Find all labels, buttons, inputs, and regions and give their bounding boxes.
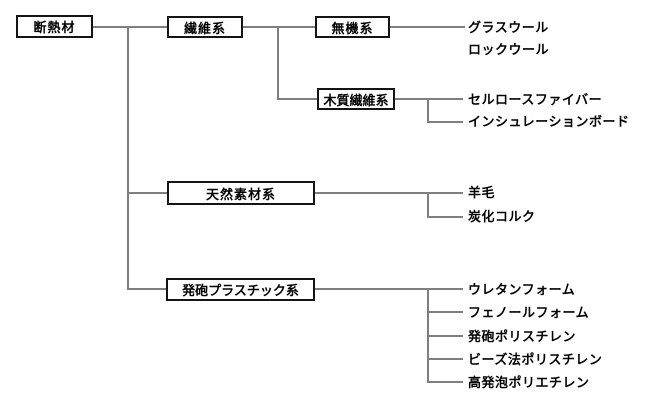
connector-stub-bead-polystyrene bbox=[427, 358, 463, 360]
leaf-phenol-foam: フェノールフォーム bbox=[468, 305, 590, 320]
connector-natural-vertical bbox=[427, 192, 429, 218]
connector-foam-to-leaves bbox=[315, 288, 463, 290]
leaf-wool: 羊毛 bbox=[468, 185, 496, 200]
connector-stub-insulation-board bbox=[427, 121, 463, 123]
leaf-bead-polystyrene: ビーズ法ポリスチレン bbox=[468, 352, 603, 367]
connector-trunk-to-natural bbox=[127, 192, 167, 194]
connector-natural-to-leaves bbox=[315, 192, 463, 194]
connector-stub-phenol-foam bbox=[427, 311, 463, 313]
connector-trunk-to-foam bbox=[127, 288, 166, 290]
leaf-cellulose-fiber: セルロースファイバー bbox=[468, 92, 603, 107]
connector-woodfiber-to-leaves bbox=[395, 98, 463, 100]
connector-branch-to-woodfiber bbox=[277, 98, 317, 100]
node-natural-material-type: 天然素材系 bbox=[167, 181, 315, 205]
node-wood-fiber-type: 木質繊維系 bbox=[317, 88, 395, 110]
leaf-high-foam-polyethylene: 高発泡ポリエチレン bbox=[468, 375, 590, 390]
leaf-carbonized-cork: 炭化コルク bbox=[468, 209, 536, 224]
connector-woodfiber-vertical bbox=[427, 98, 429, 123]
leaf-rock-wool: ロックウール bbox=[468, 42, 550, 57]
connector-stub-carbonized-cork bbox=[427, 216, 463, 218]
connector-stub-foamed-polystyrene bbox=[427, 335, 463, 337]
connector-root-to-fiber bbox=[93, 26, 167, 28]
node-root-insulation: 断熱材 bbox=[16, 15, 93, 38]
leaf-urethane-foam: ウレタンフォーム bbox=[468, 282, 576, 297]
connector-fiber-branch-vertical bbox=[277, 26, 279, 100]
connector-stub-high-foam-polyethylene bbox=[427, 381, 463, 383]
node-fiber-type: 繊維系 bbox=[167, 16, 243, 38]
leaf-glass-wool: グラスウール bbox=[468, 20, 549, 35]
connector-inorganic-to-leaves bbox=[390, 26, 465, 28]
node-foam-plastic-type: 発砲プラスチック系 bbox=[166, 278, 315, 301]
node-inorganic-type: 無機系 bbox=[315, 16, 390, 38]
connector-fiber-to-inorganic bbox=[243, 26, 315, 28]
leaf-foamed-polystyrene: 発砲ポリスチレン bbox=[468, 329, 577, 344]
connector-trunk-vertical bbox=[127, 26, 129, 290]
leaf-insulation-board: インシュレーションボード bbox=[468, 114, 630, 129]
